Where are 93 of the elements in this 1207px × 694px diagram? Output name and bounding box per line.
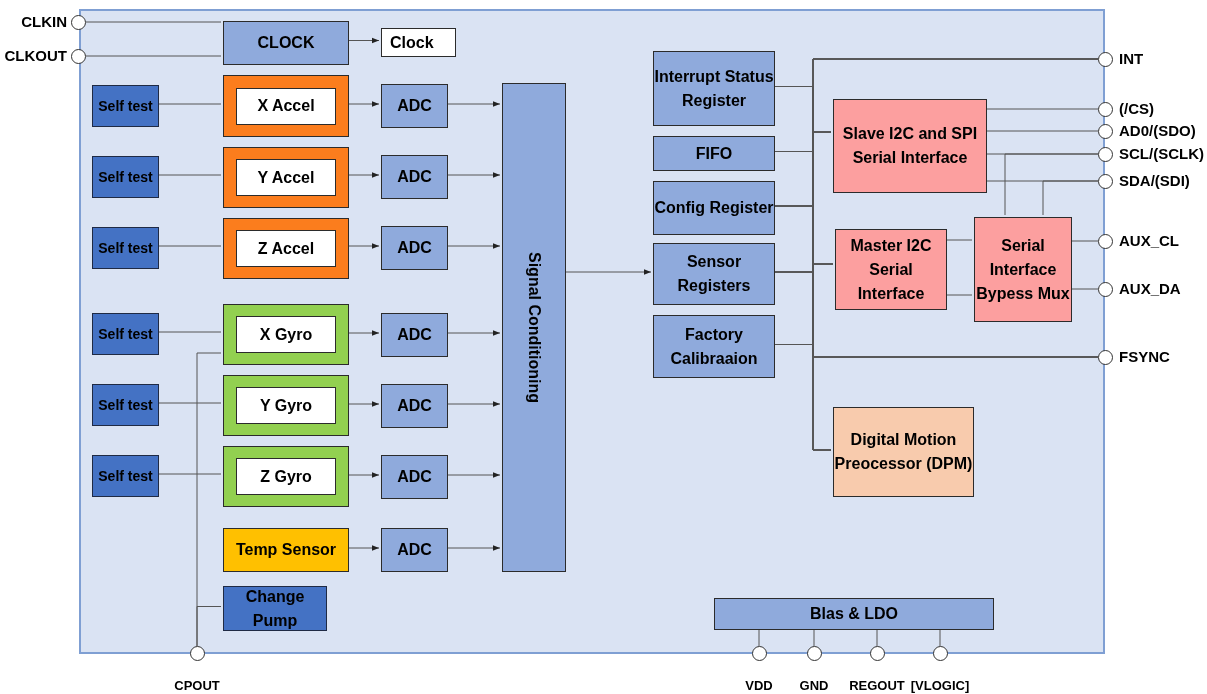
connector-line bbox=[813, 627, 815, 647]
output-box: Clock bbox=[381, 28, 456, 57]
sensor-frame bbox=[223, 147, 349, 208]
connector-line bbox=[156, 245, 222, 247]
arrow bbox=[445, 330, 501, 336]
block-box: ADC bbox=[381, 455, 448, 499]
arrow bbox=[346, 243, 380, 249]
pin-label: VDD bbox=[745, 677, 773, 694]
connector-line bbox=[1042, 180, 1099, 216]
connector-line bbox=[984, 108, 1099, 110]
arrow bbox=[445, 401, 501, 407]
block-box: Factory Calibraaion bbox=[653, 315, 775, 378]
pin-label: (/CS) bbox=[1119, 99, 1154, 119]
connector-line bbox=[156, 103, 222, 105]
interface-box: Serial Interface Bypess Mux bbox=[974, 217, 1072, 322]
connector-line bbox=[876, 627, 878, 647]
interface-box: Slave I2C and SPI Serial Interface bbox=[833, 99, 987, 193]
arrow bbox=[346, 37, 380, 44]
block-box: Config Register bbox=[653, 181, 775, 235]
arrow bbox=[346, 101, 380, 107]
sensor-frame bbox=[223, 304, 349, 365]
sensor-label-box: Z Accel bbox=[236, 230, 336, 267]
connector-line bbox=[1004, 153, 1099, 216]
arrow bbox=[445, 472, 501, 478]
processor-box: Digital Motion Preocessor (DPM) bbox=[833, 407, 974, 497]
block-box: Temp Sensor bbox=[223, 528, 349, 572]
block-box: ADC bbox=[381, 155, 448, 199]
self-test-box: Self test bbox=[92, 227, 159, 269]
connector-line bbox=[85, 55, 222, 57]
pin-label: REGOUT bbox=[849, 677, 905, 694]
block-box: Interrupt Status Register bbox=[653, 51, 775, 126]
connector-line bbox=[156, 174, 222, 176]
arrow bbox=[346, 545, 380, 551]
self-test-box: Self test bbox=[92, 156, 159, 198]
arrow bbox=[445, 243, 501, 249]
sensor-label-box: X Gyro bbox=[236, 316, 336, 353]
connector-line bbox=[758, 627, 760, 647]
block-box: Blas & LDO bbox=[714, 598, 994, 630]
block-box: ADC bbox=[381, 384, 448, 428]
block-box: Sensor Registers bbox=[653, 243, 775, 305]
self-test-box: Self test bbox=[92, 455, 159, 497]
pin-label: SDA/(SDI) bbox=[1119, 171, 1190, 191]
block-box: FIFO bbox=[653, 136, 775, 171]
arrow bbox=[445, 545, 501, 551]
sensor-frame bbox=[223, 218, 349, 279]
pin-label: CLKOUT bbox=[4, 46, 67, 66]
connector-line bbox=[944, 294, 973, 296]
chip-outline bbox=[79, 9, 1105, 654]
block-box: CLOCK bbox=[223, 21, 349, 65]
connector-line bbox=[196, 606, 222, 647]
connector-line bbox=[85, 21, 222, 23]
sensor-label-box: Z Gyro bbox=[236, 458, 336, 495]
connector-line bbox=[1069, 288, 1099, 290]
sensor-label-box: Y Accel bbox=[236, 159, 336, 196]
sensor-label-box: Y Gyro bbox=[236, 387, 336, 424]
arrow bbox=[346, 401, 380, 407]
connector-line bbox=[1069, 240, 1099, 242]
arrow bbox=[346, 472, 380, 478]
block-box: ADC bbox=[381, 226, 448, 270]
sensor-frame bbox=[223, 375, 349, 436]
arrow bbox=[445, 172, 501, 178]
self-test-box: Self test bbox=[92, 384, 159, 426]
connector-line bbox=[984, 130, 1099, 132]
pin-label: INT bbox=[1119, 49, 1144, 69]
sensor-frame bbox=[223, 75, 349, 137]
arrow bbox=[346, 172, 380, 178]
pin-label: SCL/(SCLK) bbox=[1119, 144, 1204, 164]
pin-label: FSYNC bbox=[1119, 347, 1170, 367]
pin-label: CLKIN bbox=[21, 12, 67, 32]
pin-label: AUX_CL bbox=[1119, 231, 1179, 251]
connector-line bbox=[156, 331, 222, 333]
arrow bbox=[346, 330, 380, 336]
connector-line bbox=[156, 473, 222, 475]
block-box: ADC bbox=[381, 313, 448, 357]
interface-box: Master I2C Serial Interface bbox=[835, 229, 947, 310]
connector-line bbox=[939, 627, 941, 647]
sensor-label-box: X Accel bbox=[236, 87, 336, 125]
block-box: ADC bbox=[381, 84, 448, 128]
pin-label: AUX_DA bbox=[1119, 279, 1181, 299]
self-test-box: Self test bbox=[92, 85, 159, 127]
pin-label: GND bbox=[799, 677, 829, 694]
sensor-frame bbox=[223, 446, 349, 507]
connector-line bbox=[944, 239, 973, 241]
pin-label: CPOUT bbox=[174, 677, 220, 694]
connector-line bbox=[156, 402, 222, 404]
self-test-box: Self test bbox=[92, 313, 159, 355]
pin-label: [VLOGIC] bbox=[910, 677, 970, 694]
block-box: Signal Conditioning bbox=[502, 83, 566, 572]
block-box: Change Pump bbox=[223, 586, 327, 631]
pin-label: AD0/(SDO) bbox=[1119, 121, 1196, 141]
arrow bbox=[445, 101, 501, 107]
arrow bbox=[563, 269, 652, 275]
block-box: ADC bbox=[381, 528, 448, 572]
